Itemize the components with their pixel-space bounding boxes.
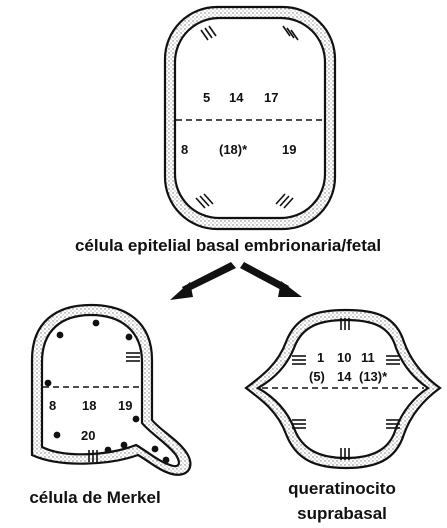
keratinocyte-keratin-1: 1 xyxy=(317,350,324,365)
embryonic-basal-cell: 5 14 17 8 (18)* 19 xyxy=(165,7,335,229)
keratinocyte-keratin-5: (5) xyxy=(309,369,325,384)
merkel-cell: 8 18 19 20 xyxy=(32,305,190,475)
embryonic-keratin-8: 8 xyxy=(181,142,188,157)
merkel-keratin-18: 18 xyxy=(82,398,96,413)
keratinocyte-caption-line2: suprabasal xyxy=(297,504,387,523)
arrow-right-head xyxy=(278,281,302,297)
merkel-cell-caption: célula de Merkel xyxy=(29,488,160,507)
suprabasal-keratinocyte: 1 10 11 (5) 14 (13)* xyxy=(246,310,440,468)
keratinocyte-keratin-13: (13)* xyxy=(359,369,388,384)
arrow-left-head xyxy=(170,282,193,300)
embryonic-keratin-5: 5 xyxy=(203,90,210,105)
embryonic-cell-caption: célula epitelial basal embrionaria/fetal xyxy=(75,236,381,255)
merkel-inner-membrane xyxy=(42,315,179,466)
keratinocyte-keratin-10: 10 xyxy=(337,350,351,365)
embryonic-keratin-17: 17 xyxy=(264,90,278,105)
keratinocyte-keratin-11: 11 xyxy=(361,350,375,365)
merkel-keratin-20: 20 xyxy=(81,428,95,443)
embryonic-cell-inner-membrane xyxy=(175,18,325,218)
merkel-keratin-19: 19 xyxy=(118,398,132,413)
embryonic-keratin-14: 14 xyxy=(229,90,244,105)
merkel-keratin-8: 8 xyxy=(49,398,56,413)
embryonic-keratin-18: (18)* xyxy=(219,142,248,157)
keratinocyte-keratin-14: 14 xyxy=(337,369,352,384)
keratinocyte-caption-line1: queratinocito xyxy=(288,479,396,498)
embryonic-keratin-19: 19 xyxy=(282,142,296,157)
differentiation-arrows xyxy=(170,262,302,300)
